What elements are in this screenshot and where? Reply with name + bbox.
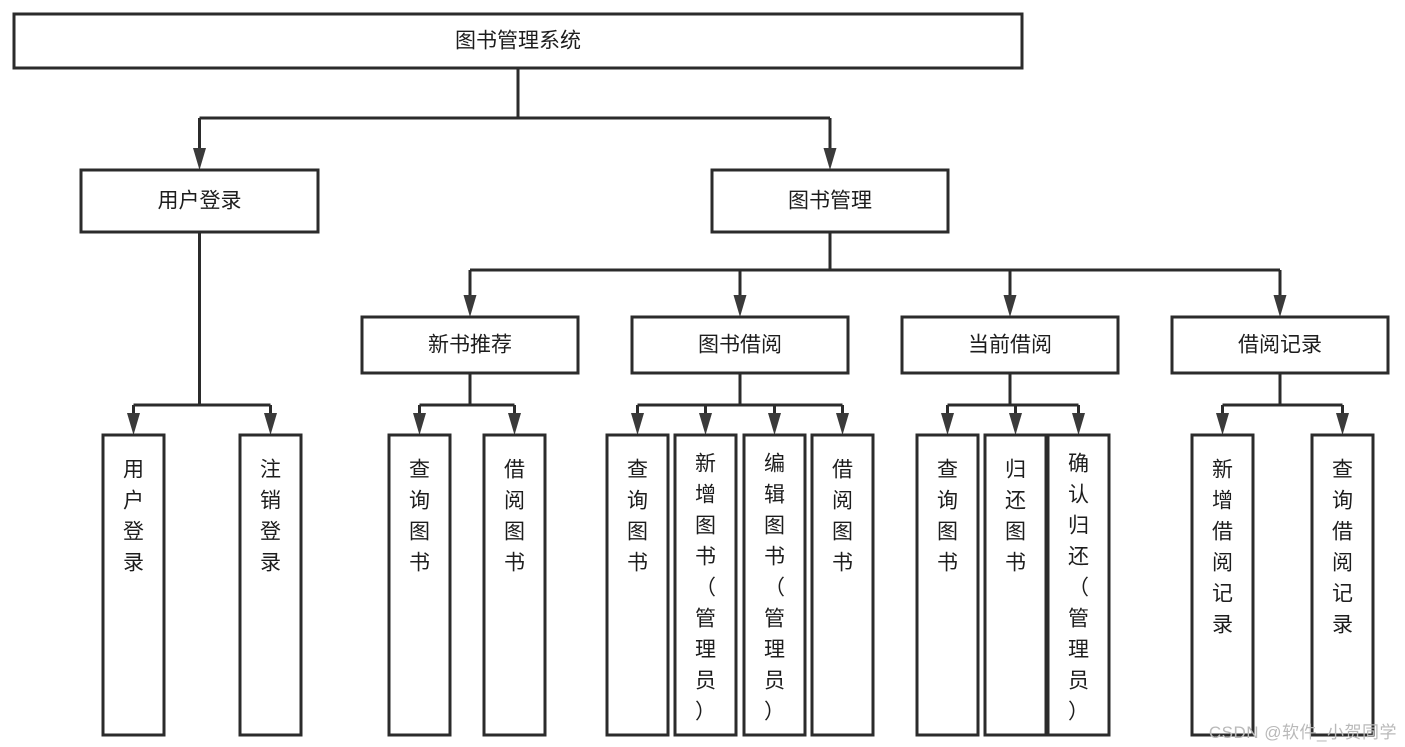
node-leaf-record-query[interactable]: 查询借阅记录 (1310, 433, 1375, 737)
arrow-head-current-borrow (1003, 295, 1017, 317)
node-root[interactable]: 图书管理系统 (12, 12, 1024, 70)
node-leaf-borrow-add-book[interactable]: 新增图书（管理员） (673, 433, 738, 737)
node-book-manage-box[interactable] (710, 168, 950, 234)
arrow-head-borrow-record (1273, 295, 1287, 317)
node-new-book-rec-label: 新书推荐 (428, 334, 512, 357)
node-borrow-record[interactable]: 借阅记录 (1170, 315, 1390, 375)
arrow-head-leaf-borrow-borrow-book (836, 413, 849, 435)
node-leaf-borrow-edit-book[interactable]: 编辑图书（管理员） (742, 433, 807, 737)
node-book-manage[interactable]: 图书管理 (710, 168, 950, 234)
node-leaf-borrow-query-book[interactable]: 查询图书 (605, 433, 670, 737)
node-leaf-user-login[interactable]: 用户登录 (101, 433, 166, 737)
node-leaf-user-login-label: 用户登录 (123, 458, 144, 574)
arrow-head-book-manage (823, 148, 837, 170)
node-leaf-borrow-add-book-box[interactable] (673, 433, 738, 737)
node-leaf-user-logout-box[interactable] (238, 433, 303, 737)
arrow-head-leaf-current-return-book (1009, 413, 1022, 435)
node-leaf-user-logout[interactable]: 注销登录 (238, 433, 303, 737)
arrow-head-new-book-rec (463, 295, 477, 317)
node-leaf-current-confirm-return-box[interactable] (1046, 433, 1111, 737)
node-user-login[interactable]: 用户登录 (79, 168, 320, 234)
node-leaf-current-return-book-box[interactable] (983, 433, 1048, 737)
node-leaf-current-confirm-return-label: 确认归还（管理员） (1068, 452, 1089, 723)
node-current-borrow-box[interactable] (900, 315, 1120, 375)
node-leaf-current-confirm-return[interactable]: 确认归还（管理员） (1046, 433, 1111, 737)
node-leaf-rec-query-book-label: 查询图书 (409, 458, 430, 574)
node-leaf-borrow-edit-book-label: 编辑图书（管理员） (764, 452, 785, 723)
node-leaf-user-logout-label: 注销登录 (260, 458, 281, 574)
node-user-login-label: 用户登录 (158, 190, 242, 213)
arrow-head-user-login (193, 148, 206, 170)
node-new-book-rec-box[interactable] (360, 315, 580, 375)
arrow-head-leaf-user-logout (264, 413, 277, 435)
node-layer: 图书管理系统用户登录图书管理新书推荐图书借阅当前借阅借阅记录用户登录注销登录查询… (12, 12, 1390, 737)
node-leaf-rec-query-book[interactable]: 查询图书 (387, 433, 452, 737)
node-leaf-record-add-label: 新增借阅记录 (1212, 458, 1233, 636)
node-leaf-rec-borrow-book[interactable]: 借阅图书 (482, 433, 547, 737)
arrow-head-leaf-current-confirm-return (1072, 413, 1085, 435)
node-current-borrow[interactable]: 当前借阅 (900, 315, 1120, 375)
node-leaf-record-query-label: 查询借阅记录 (1332, 458, 1353, 636)
arrow-head-leaf-borrow-edit-book (768, 413, 781, 435)
node-leaf-record-add[interactable]: 新增借阅记录 (1190, 433, 1255, 737)
node-leaf-current-query-book-box[interactable] (915, 433, 980, 737)
arrow-head-leaf-record-query (1336, 413, 1349, 435)
connector-layer (127, 68, 1349, 435)
node-book-borrow-box[interactable] (630, 315, 850, 375)
node-book-manage-label: 图书管理 (788, 190, 872, 213)
node-leaf-borrow-borrow-book-box[interactable] (810, 433, 875, 737)
arrow-head-leaf-rec-query-book (413, 413, 426, 435)
node-leaf-borrow-query-book-label: 查询图书 (627, 458, 648, 574)
arrow-head-leaf-borrow-add-book (699, 413, 712, 435)
node-leaf-record-query-box[interactable] (1310, 433, 1375, 737)
node-leaf-borrow-borrow-book[interactable]: 借阅图书 (810, 433, 875, 737)
node-leaf-borrow-query-book-box[interactable] (605, 433, 670, 737)
arrow-head-leaf-user-login (127, 413, 140, 435)
node-current-borrow-label: 当前借阅 (968, 334, 1052, 357)
node-leaf-rec-borrow-book-label: 借阅图书 (504, 458, 525, 574)
node-root-label: 图书管理系统 (455, 30, 581, 53)
arrow-head-leaf-current-query-book (941, 413, 954, 435)
node-leaf-current-return-book-label: 归还图书 (1005, 458, 1026, 574)
node-root-box[interactable] (12, 12, 1024, 70)
node-leaf-borrow-edit-book-box[interactable] (742, 433, 807, 737)
arrow-head-book-borrow (733, 295, 747, 317)
arrow-head-leaf-rec-borrow-book (508, 413, 521, 435)
arrow-head-leaf-borrow-query-book (631, 413, 644, 435)
node-borrow-record-label: 借阅记录 (1238, 334, 1322, 357)
node-new-book-rec[interactable]: 新书推荐 (360, 315, 580, 375)
node-leaf-current-query-book-label: 查询图书 (937, 458, 958, 574)
node-leaf-borrow-borrow-book-label: 借阅图书 (832, 458, 853, 574)
node-book-borrow-label: 图书借阅 (698, 334, 782, 357)
node-user-login-box[interactable] (79, 168, 320, 234)
node-leaf-user-login-box[interactable] (101, 433, 166, 737)
node-borrow-record-box[interactable] (1170, 315, 1390, 375)
node-book-borrow[interactable]: 图书借阅 (630, 315, 850, 375)
node-leaf-current-return-book[interactable]: 归还图书 (983, 433, 1048, 737)
arrow-head-leaf-record-add (1216, 413, 1229, 435)
node-leaf-current-query-book[interactable]: 查询图书 (915, 433, 980, 737)
node-leaf-rec-query-book-box[interactable] (387, 433, 452, 737)
node-leaf-rec-borrow-book-box[interactable] (482, 433, 547, 737)
node-leaf-borrow-add-book-label: 新增图书（管理员） (695, 452, 716, 723)
node-leaf-record-add-box[interactable] (1190, 433, 1255, 737)
